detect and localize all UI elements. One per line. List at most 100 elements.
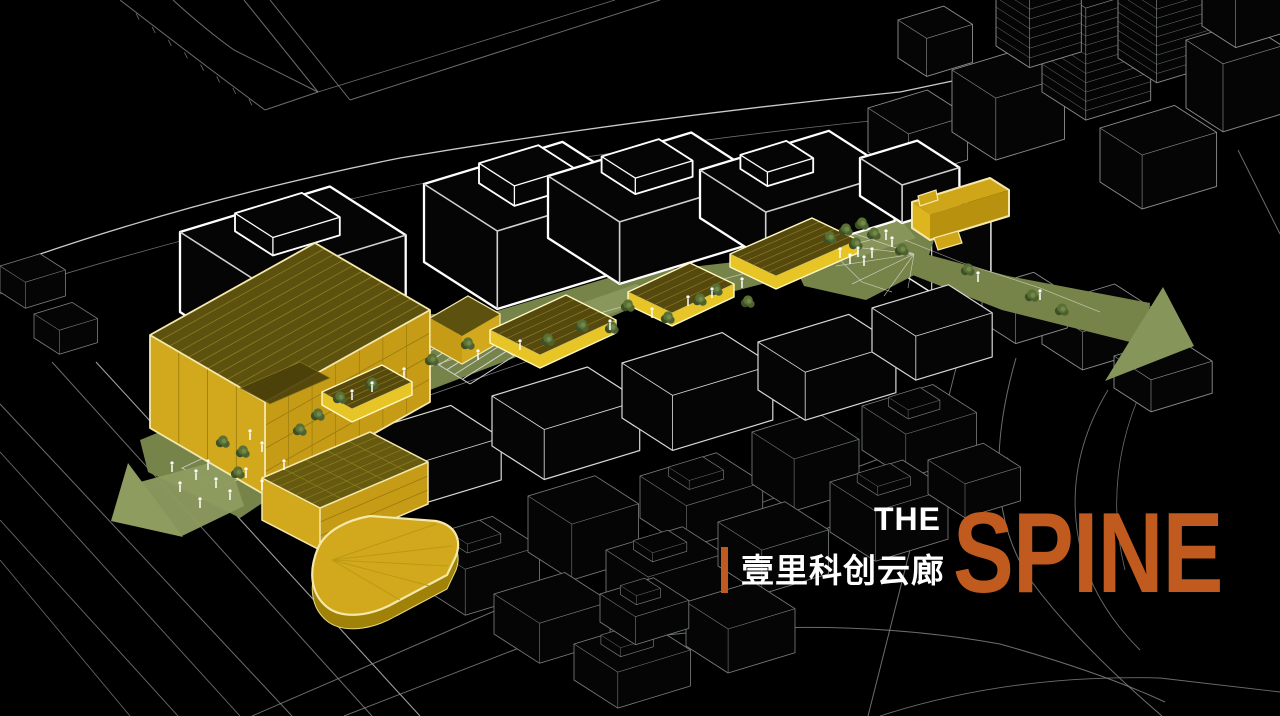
tree-foliage xyxy=(860,220,866,226)
context-building xyxy=(599,577,690,646)
pavilion-base xyxy=(322,392,352,422)
subtitle-chinese: 壹里科创云廊 xyxy=(741,552,945,589)
hatch-lines xyxy=(327,368,407,406)
roof-box xyxy=(620,577,661,606)
tree-icon xyxy=(460,337,475,350)
roof-box xyxy=(633,529,688,563)
inner-building xyxy=(871,284,993,381)
person-head xyxy=(244,467,248,471)
building-edge xyxy=(751,431,860,511)
pavilion-base xyxy=(628,292,672,326)
tree-foliage xyxy=(828,234,834,240)
slab-roof xyxy=(912,178,1009,214)
building-edge xyxy=(859,157,960,223)
tree-foliage xyxy=(1030,292,1036,298)
tree-icon xyxy=(866,227,881,240)
person-icon xyxy=(402,367,406,378)
east-direction-arrow-icon xyxy=(1105,287,1194,381)
tree-foliage xyxy=(580,322,586,328)
person-icon xyxy=(740,277,744,288)
pavilion-outline xyxy=(321,364,413,423)
person-icon xyxy=(178,481,182,492)
person-head xyxy=(518,339,522,343)
context-building xyxy=(1201,0,1280,49)
tree-icon xyxy=(332,391,347,404)
pavilion-base xyxy=(540,320,616,368)
person-head xyxy=(890,236,894,240)
hatch-lines xyxy=(159,248,421,397)
person-icon xyxy=(198,497,202,508)
tower-outline xyxy=(149,242,431,496)
tower-arm xyxy=(430,318,462,364)
hatch-lines xyxy=(498,298,608,352)
highlight-roof-strip xyxy=(239,361,331,405)
title-prefix: THE xyxy=(874,501,941,537)
tree-foliage xyxy=(698,296,704,302)
person-icon xyxy=(1038,289,1042,300)
roof-box xyxy=(888,387,941,420)
building-edge xyxy=(1235,0,1237,48)
person-head xyxy=(178,481,182,485)
person-head xyxy=(884,229,888,233)
tree-icon xyxy=(1024,289,1039,302)
pavilion-base xyxy=(730,254,776,289)
person-head xyxy=(260,441,264,445)
person-icon xyxy=(206,459,210,470)
tree-foliage xyxy=(900,246,906,252)
person-icon xyxy=(370,381,374,392)
person-icon xyxy=(608,319,612,330)
road-line xyxy=(119,0,266,111)
hatch-lines xyxy=(270,435,420,505)
person-icon xyxy=(260,441,264,452)
context-building xyxy=(1099,104,1218,210)
person-icon xyxy=(710,287,714,298)
person-head xyxy=(862,255,866,259)
context-building xyxy=(829,459,949,562)
midrise-face xyxy=(262,478,320,550)
tree-icon xyxy=(215,435,230,448)
floor-lines xyxy=(995,0,1082,59)
person-head xyxy=(838,247,842,251)
tree-icon xyxy=(894,243,909,256)
person-head xyxy=(686,295,690,299)
tree-foliage xyxy=(610,324,616,330)
trees xyxy=(215,217,1069,479)
building-edge xyxy=(599,593,689,645)
person-icon xyxy=(170,461,174,472)
slab-wing xyxy=(917,189,939,207)
tree-foliage xyxy=(236,469,242,475)
person-icon xyxy=(838,247,842,258)
building-edge xyxy=(1185,39,1280,132)
person-head xyxy=(710,287,714,291)
highlighted-buildings xyxy=(148,177,1010,630)
building-edge xyxy=(897,19,973,77)
tree-icon xyxy=(620,299,635,312)
person-head xyxy=(350,389,354,393)
building-edge xyxy=(0,265,66,309)
building-edge xyxy=(620,585,661,605)
road-line xyxy=(1237,149,1280,235)
person-icon xyxy=(248,429,252,440)
context-building xyxy=(0,253,66,309)
tree-foliage xyxy=(626,302,632,308)
tree-icon xyxy=(960,263,975,276)
person-icon xyxy=(870,247,874,258)
tree-icon xyxy=(310,408,325,421)
building-edge xyxy=(621,362,773,451)
road-line xyxy=(0,119,881,295)
person-icon xyxy=(686,295,690,306)
person-head xyxy=(650,307,654,311)
building-edge xyxy=(493,593,611,664)
tree-foliage xyxy=(316,411,322,417)
tree-icon xyxy=(1054,303,1069,316)
arrow-head xyxy=(1105,287,1194,381)
person-icon xyxy=(862,255,866,266)
road-line xyxy=(0,69,1006,269)
person-head xyxy=(282,459,286,463)
building-edge xyxy=(927,459,1021,518)
road-line xyxy=(349,0,661,101)
tower-arm xyxy=(430,296,500,336)
person-head xyxy=(740,277,744,281)
